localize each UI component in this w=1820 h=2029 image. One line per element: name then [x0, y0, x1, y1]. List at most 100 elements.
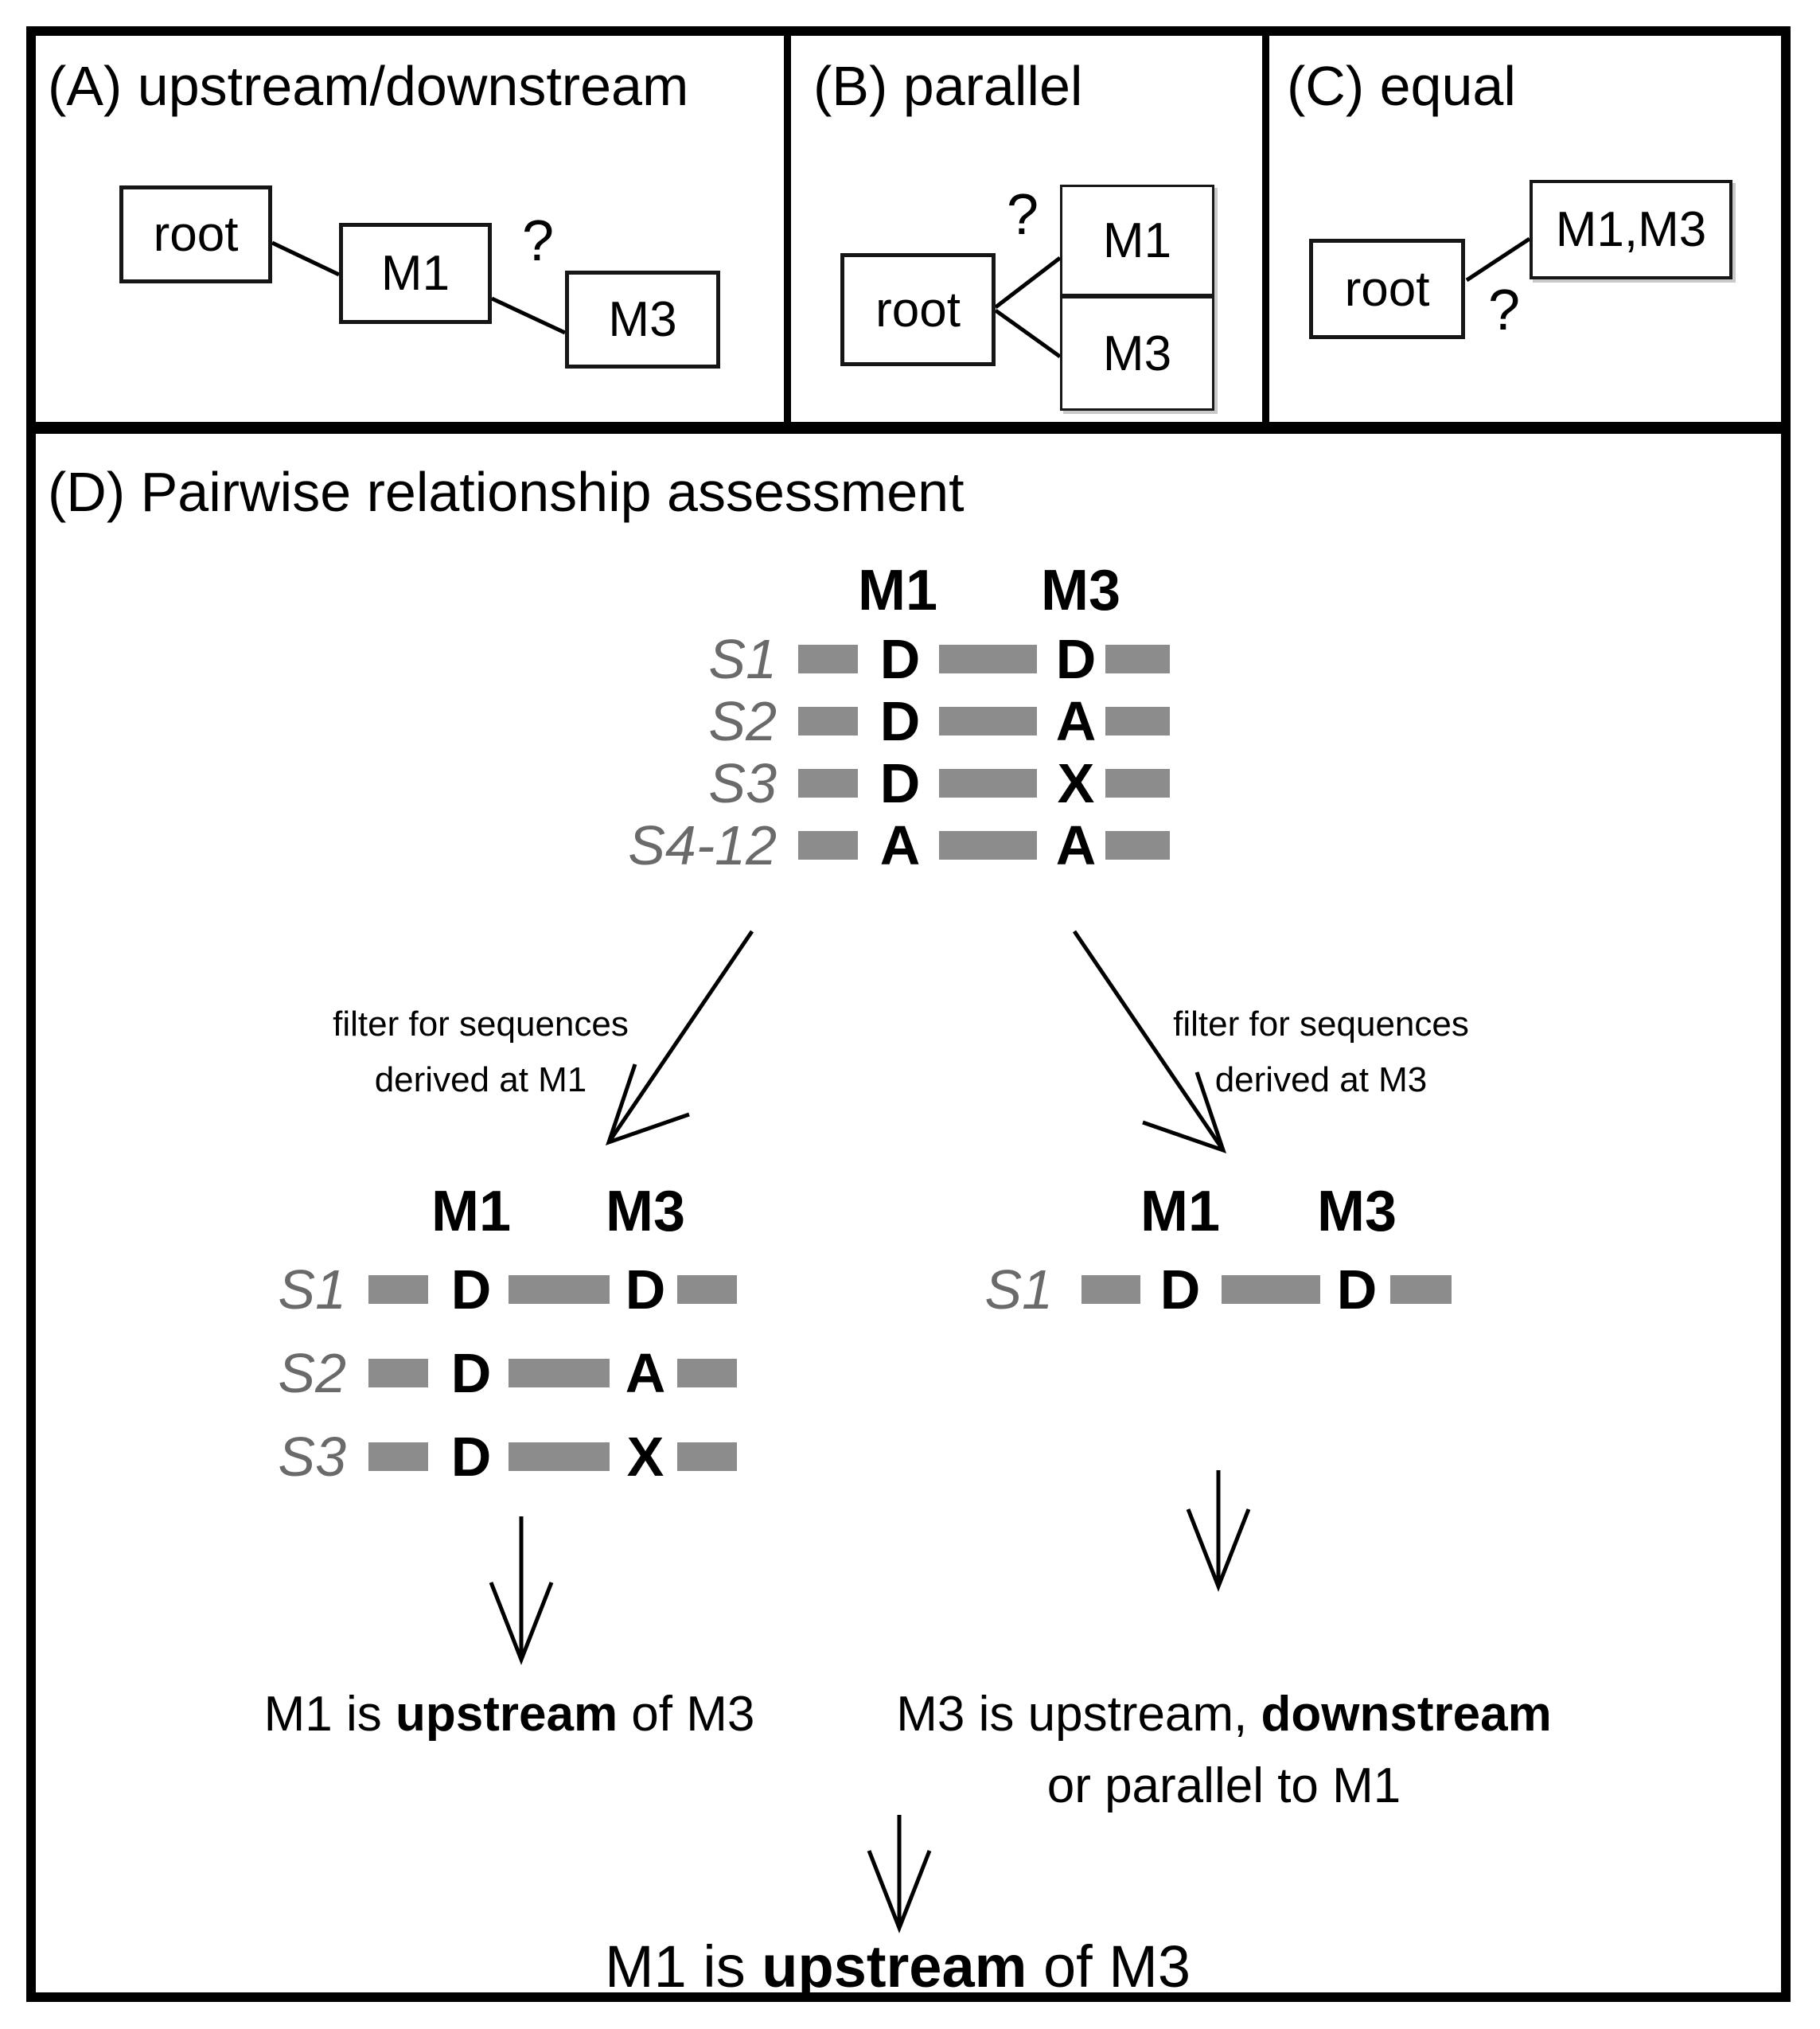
- panel-a-m3-label: M3: [608, 292, 677, 347]
- column-header-m3: M3: [1040, 559, 1121, 622]
- sequence-bar: [1105, 831, 1170, 860]
- figure-border: [26, 26, 1791, 2002]
- filter-right-line2: derived at M3: [1214, 1060, 1428, 1099]
- panel-b-c-divider: [1262, 26, 1269, 434]
- sequence-bar: [509, 1442, 610, 1471]
- panel-c-title: (C) equal: [1287, 55, 1516, 117]
- conclusion-left-bold: upstream: [395, 1687, 618, 1742]
- mutation-state-m3: X: [1057, 752, 1095, 814]
- panel-c-m1m3-box: M1,M3: [1530, 180, 1732, 279]
- sequence-bar: [939, 645, 1037, 673]
- mutation-state-m3: D: [1336, 1258, 1378, 1321]
- sequence-bar: [1105, 707, 1170, 736]
- sequence-bar: [1222, 1275, 1320, 1304]
- sequence-bar: [939, 707, 1037, 736]
- conclusion-right-pre: M3 is upstream,: [896, 1687, 1261, 1742]
- panel-c-question-mark: ?: [1487, 279, 1521, 342]
- filter-right-line1: filter for sequences: [1173, 1005, 1469, 1044]
- sequence-bar: [1105, 769, 1170, 798]
- panel-a-title: (A) upstream/downstream: [48, 55, 689, 117]
- mutation-state-m1: D: [879, 690, 921, 752]
- column-header-m3: M3: [1316, 1180, 1397, 1243]
- mutation-state-m1: D: [879, 628, 921, 690]
- sequence-bar: [798, 707, 858, 736]
- panel-b-m3-box: M3: [1060, 296, 1214, 411]
- mutation-state-m1: D: [1159, 1258, 1201, 1321]
- panel-a-m3-box: M3: [565, 271, 720, 369]
- panel-b-root-box: root: [840, 253, 996, 366]
- final-conclusion-pre: M1 is: [604, 1933, 762, 2000]
- final-conclusion-bold: upstream: [762, 1933, 1027, 2000]
- panel-b-title: (B) parallel: [813, 55, 1083, 117]
- sequence-row-s3: S3 D X: [613, 747, 1218, 819]
- sequence-bar: [1390, 1275, 1452, 1304]
- sequence-row-s4-12: S4-12 A A: [613, 810, 1218, 881]
- panel-c-m1m3-label: M1,M3: [1555, 202, 1707, 257]
- sequence-bar: [368, 1275, 428, 1304]
- panel-c-root-box: root: [1309, 239, 1465, 339]
- column-header-m3: M3: [605, 1180, 686, 1243]
- sequence-bar: [1081, 1275, 1140, 1304]
- sequence-bar: [939, 831, 1037, 860]
- final-conclusion: M1 is upstream of M3: [540, 1933, 1256, 2000]
- panel-b-m1-box: M1: [1060, 185, 1214, 296]
- conclusion-left: M1 is upstream of M3: [151, 1686, 867, 1742]
- sequence-bar: [509, 1359, 610, 1387]
- column-header-m1: M1: [431, 1180, 512, 1243]
- mutation-state-m3: X: [626, 1426, 664, 1488]
- sequence-row-s3: S3 D X: [239, 1421, 844, 1492]
- sequence-bar: [368, 1442, 428, 1471]
- row-label: S1: [708, 628, 777, 690]
- panel-b-m1-label: M1: [1102, 213, 1172, 268]
- row-label: S1: [278, 1258, 346, 1321]
- conclusion-left-pre: M1 is: [263, 1687, 396, 1742]
- sequence-bar: [1105, 645, 1170, 673]
- panel-a-root-box: root: [119, 185, 272, 283]
- mutation-state-m1: D: [450, 1426, 492, 1488]
- mutation-state-m3: A: [625, 1342, 666, 1404]
- sequence-bar: [939, 769, 1037, 798]
- panel-a-b-divider: [784, 26, 791, 434]
- panel-b-m3-label: M3: [1102, 326, 1172, 381]
- row-label: S3: [278, 1426, 346, 1488]
- sequence-bar: [677, 1275, 737, 1304]
- column-header-m1: M1: [857, 559, 938, 622]
- mutation-state-m1: D: [879, 752, 921, 814]
- sequence-bar: [798, 831, 858, 860]
- sequence-bar: [509, 1275, 610, 1304]
- panel-d-title: (D) Pairwise relationship assessment: [48, 461, 965, 523]
- filter-left-line2: derived at M1: [374, 1060, 587, 1099]
- panel-c-root-label: root: [1344, 261, 1430, 317]
- row-label: S2: [278, 1342, 346, 1404]
- conclusion-right-line2: or parallel to M1: [1046, 1758, 1401, 1813]
- mutation-state-m3: A: [1055, 814, 1097, 876]
- panel-a-root-label: root: [153, 207, 239, 262]
- sequence-bar: [798, 645, 858, 673]
- sequence-bar: [368, 1359, 428, 1387]
- panel-a-m1-label: M1: [380, 246, 450, 301]
- mutation-state-m1: A: [879, 814, 921, 876]
- row-label: S4-12: [628, 814, 777, 876]
- conclusion-right-bold: downstream: [1261, 1687, 1552, 1742]
- sequence-bar: [798, 769, 858, 798]
- conclusion-right-line1: M3 is upstream, downstream: [866, 1686, 1582, 1742]
- panel-b-root-label: root: [875, 282, 961, 338]
- filter-left-line1: filter for sequences: [333, 1005, 629, 1044]
- mutation-state-m3: D: [625, 1258, 666, 1321]
- mutation-state-m1: D: [450, 1258, 492, 1321]
- conclusion-left-post: of M3: [618, 1687, 755, 1742]
- sequence-row-s1: S1 D D: [613, 623, 1218, 695]
- panel-a-m1-box: M1: [339, 223, 492, 324]
- mutation-state-m3: D: [1055, 628, 1097, 690]
- row-label: S3: [708, 752, 777, 814]
- sequence-row-s2: S2 D A: [239, 1337, 844, 1409]
- sequence-bar: [677, 1442, 737, 1471]
- column-header-m1: M1: [1140, 1180, 1221, 1243]
- final-conclusion-post: of M3: [1027, 1933, 1191, 2000]
- mutation-state-m1: D: [450, 1342, 492, 1404]
- top-row-divider: [26, 422, 1791, 434]
